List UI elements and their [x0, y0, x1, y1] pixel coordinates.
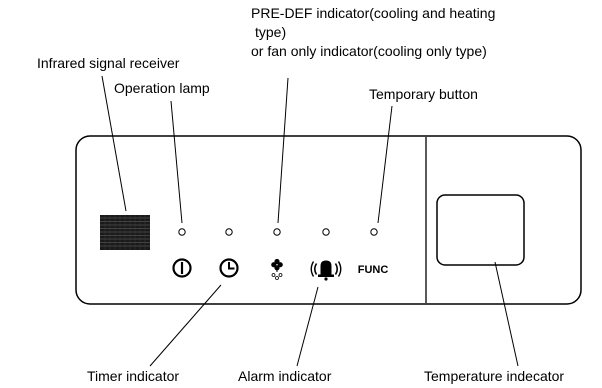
leader-timer	[149, 284, 222, 367]
leader-alarm	[296, 286, 319, 367]
leader-temperature	[494, 261, 519, 367]
infrared-receiver	[100, 215, 150, 250]
temporary-lamp-light	[370, 228, 378, 236]
predef-label-line2: type)	[255, 24, 287, 40]
timer-lamp-light	[225, 228, 233, 236]
operation-lamp-label: Operation lamp	[114, 80, 210, 96]
leader-predef	[277, 77, 289, 224]
leader-operation	[170, 100, 183, 224]
temperature-display	[436, 194, 525, 266]
predef-label-line3: or fan only indicator(cooling only type)	[251, 43, 487, 59]
leader-infrared	[101, 75, 127, 212]
predef-lamp-light	[273, 228, 281, 236]
leader-temporary	[377, 105, 393, 224]
infrared-label: Infrared signal receiver	[37, 55, 180, 71]
alarm-icon	[310, 260, 342, 281]
func-button-label: FUNC	[358, 264, 389, 276]
alarm-lamp-light	[322, 228, 330, 236]
panel-outline	[75, 135, 582, 305]
power-icon	[172, 258, 192, 278]
predef-label-line1: PRE-DEF indicator(cooling and heating	[251, 5, 496, 21]
temperature-indicator-label: Temperature indecator	[424, 368, 565, 384]
timer-indicator-label: Timer indicator	[87, 368, 180, 384]
clock-icon	[219, 258, 239, 278]
operation-lamp-light	[178, 228, 186, 236]
fan-defrost-icon	[271, 258, 283, 280]
alarm-indicator-label: Alarm indicator	[238, 368, 332, 384]
temporary-button-label: Temporary button	[369, 86, 478, 102]
